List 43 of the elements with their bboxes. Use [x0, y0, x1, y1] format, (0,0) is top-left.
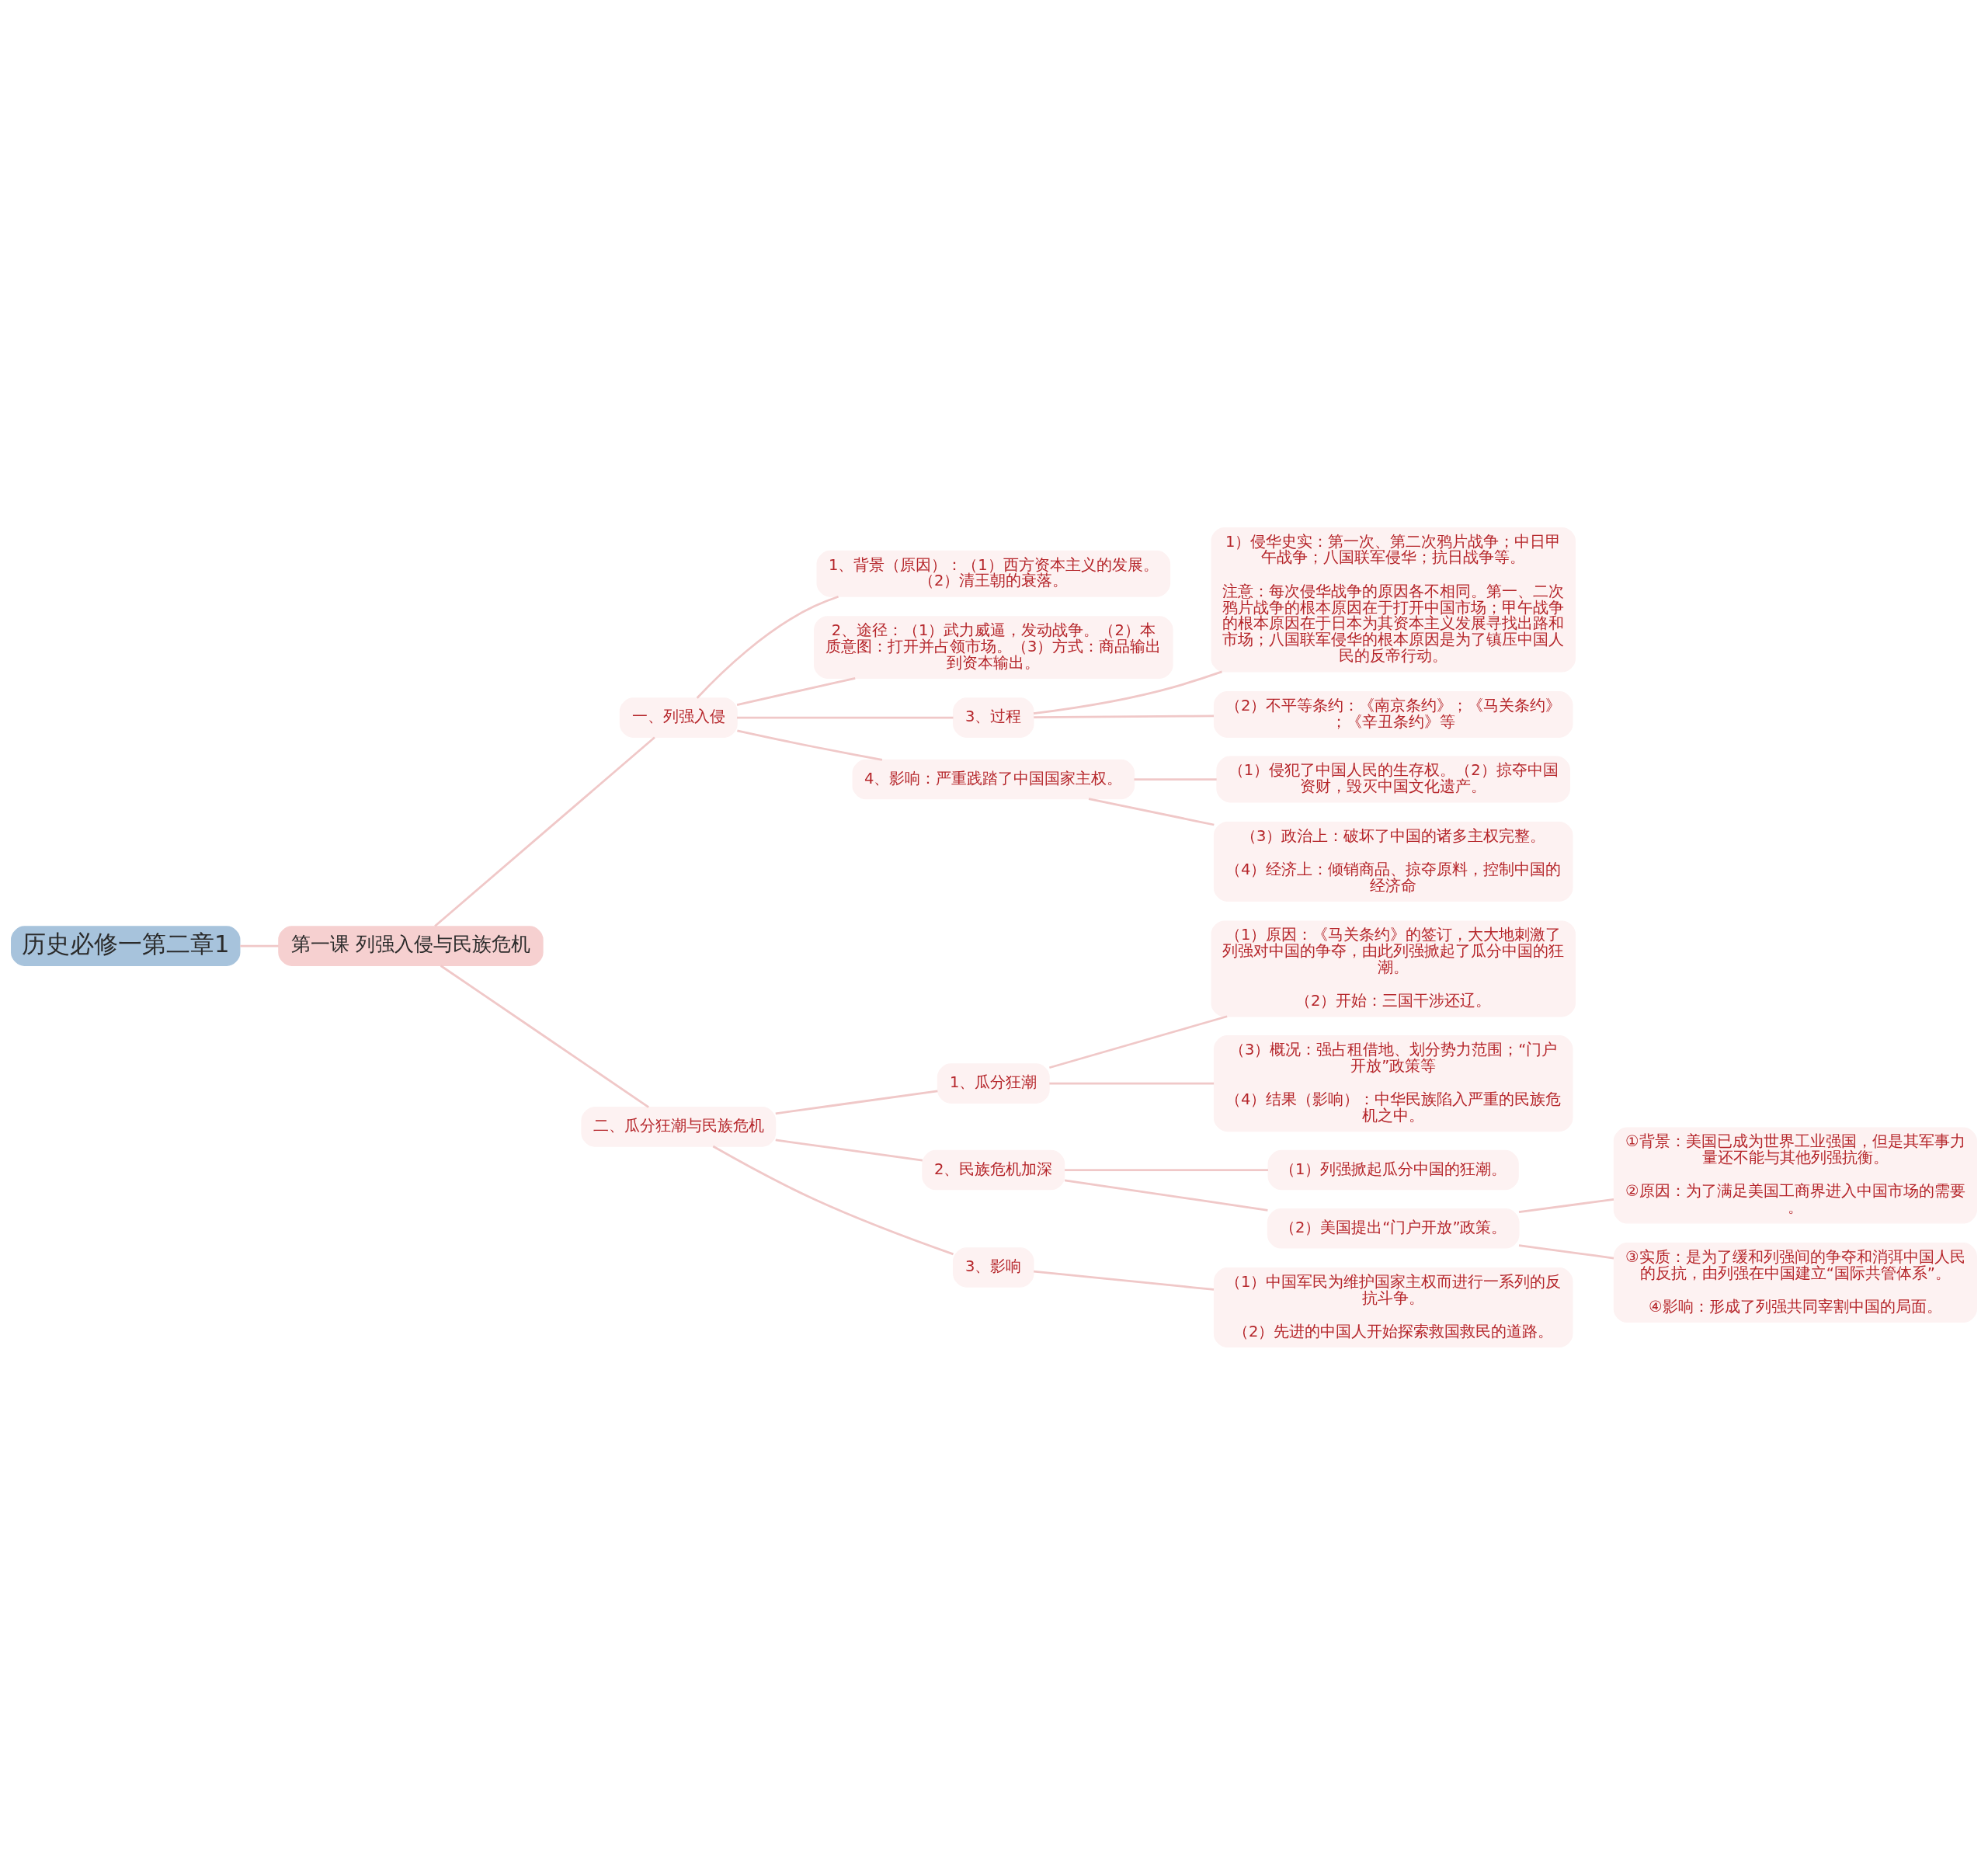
node-box: ①背景：美国已成为世界工业强国，但是其军事力量还不能与其他列强抗衡。 ②原因：为了满足美国工商界进入中国市场的需要。 [1613, 1127, 1977, 1224]
connector [696, 595, 839, 699]
node-box: 3、过程 [953, 697, 1034, 738]
node-box: （3）政治上：破坏了中国的诸多主权完整。 （4）经济上：倾销商品、掠夺原料，控制中国的经济命 [1213, 821, 1573, 902]
node-box: （2）不平等条约：《南京条约》；《马关条约》；《辛丑条约》等 [1213, 690, 1573, 738]
connector [737, 716, 954, 719]
node-box: 历史必修一第二章1 [11, 925, 241, 966]
node-box: 1、瓜分狂潮 [937, 1062, 1050, 1104]
connector [1049, 1082, 1215, 1084]
node-box: 2、途径：（1）武力威逼，发动战争。（2）本质意图：打开并占领市场。（3）方式：商品输出到资本输出。 [814, 615, 1173, 679]
node-box: （3）概况：强占租借地、划分势力范围；“门户开放”政策等 （4）结果（影响）：中华民族陷入严重的民族危机之中。 [1213, 1034, 1573, 1132]
node-box: 4、影响：严重践踏了中国国家主权。 [852, 759, 1135, 799]
connector [1048, 1014, 1228, 1069]
connector [1134, 777, 1217, 781]
node-box: 一、列强入侵 [619, 697, 738, 738]
connector [775, 1090, 938, 1114]
node-box: （1）中国军民为维护国家主权而进行一系列的反抗斗争。 （2）先进的中国人开始探索救国救民的道路。 [1213, 1267, 1573, 1347]
node-box: 3、影响 [953, 1246, 1034, 1288]
connector [1064, 1179, 1268, 1212]
connector [434, 735, 655, 927]
connector [240, 944, 279, 947]
connector [1033, 670, 1222, 714]
connector [1518, 1198, 1614, 1213]
node-box: 第一课 列强入侵与民族危机 [278, 925, 544, 966]
connector [1088, 797, 1215, 826]
node-box: （1）列强掀起瓜分中国的狂潮。 [1267, 1149, 1519, 1190]
node-box: （1）原因：《马关条约》的签订，大大地刺激了列强对中国的争夺，由此列强掀起了瓜分中国的狂潮。 （2）开始：三国干涉还辽。 [1211, 920, 1576, 1017]
connector [1034, 714, 1214, 718]
connector [775, 1139, 923, 1161]
node-box: （1）侵犯了中国人民的生存权。（2）掠夺中国资财，毁灭中国文化遗产。 [1216, 756, 1570, 802]
node-box: 二、瓜分狂潮与民族危机 [581, 1106, 777, 1147]
connector [1034, 1270, 1215, 1291]
connector [736, 676, 856, 706]
connector [440, 964, 649, 1108]
node-box: ③实质：是为了缓和列强间的争夺和消弭中国人民的反抗，由列强在中国建立“国际共管体系”。 ④影响：形成了列强共同宰割中国的局面。 [1613, 1242, 1977, 1323]
connector [1065, 1168, 1268, 1171]
connector [712, 1145, 954, 1255]
node-box: 2、民族危机加深 [922, 1149, 1065, 1190]
node-box: 1、背景（原因）：（1）西方资本主义的发展。（2）清王朝的衰落。 [816, 550, 1171, 597]
connector [737, 728, 883, 761]
node-box: （2）美国提出“门户开放”政策。 [1267, 1208, 1520, 1249]
node-box: 1）侵华史实：第一次、第二次鸦片战争；中日甲午战争；八国联军侵华；抗日战争等。 注意：每次侵华战争的原因各不相同。第一、二次鸦片战争的根本原因在于打开中国市场；甲午战争的根本原因在于日本为其资本主义发展寻找出路和市场；八国联军侵华的根本原因是为了镇压中国人民的反帝行动。 [1211, 527, 1576, 673]
connector [1518, 1243, 1614, 1259]
